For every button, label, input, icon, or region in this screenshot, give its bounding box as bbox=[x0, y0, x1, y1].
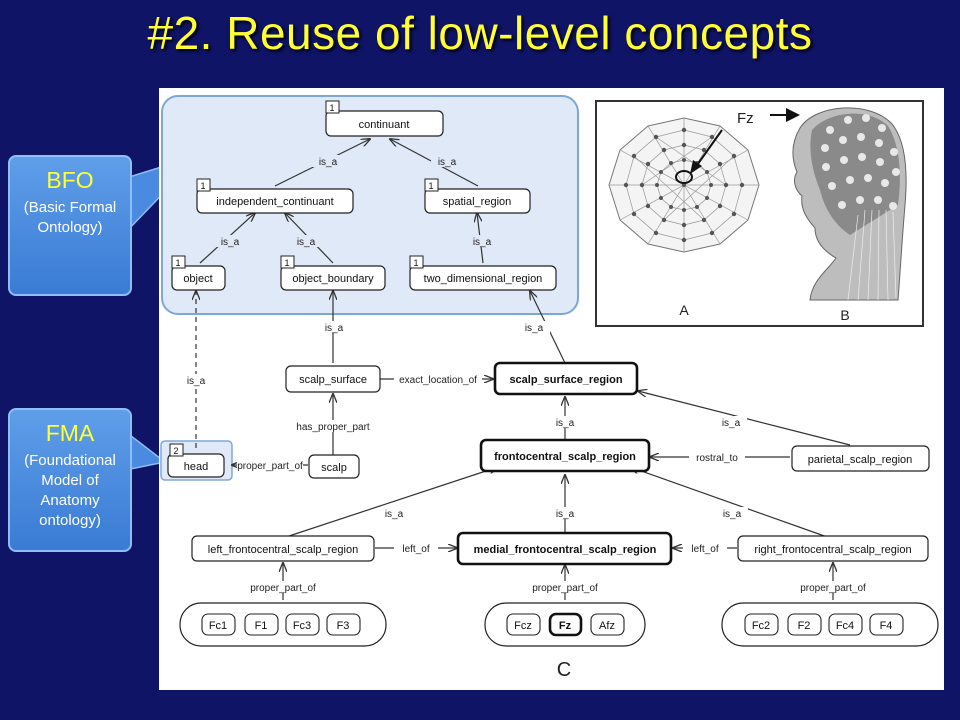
label-rostral-to: rostral_to bbox=[696, 453, 738, 464]
label-is-a-2: is_a bbox=[438, 157, 457, 168]
node-object-badge: 1 bbox=[175, 258, 180, 268]
node-frontocentral-scalp-region-label: frontocentral_scalp_region bbox=[494, 451, 636, 463]
figure-label-b: B bbox=[840, 307, 849, 323]
slide-title: #2. Reuse of low-level concepts bbox=[147, 7, 813, 59]
electrode-fcz: Fcz bbox=[514, 620, 532, 632]
node-continuant-badge: 1 bbox=[329, 103, 334, 113]
node-head-badge: 2 bbox=[173, 446, 178, 456]
node-head: head 2 bbox=[167, 443, 225, 478]
bfo-line-1: (Basic Formal bbox=[23, 199, 117, 216]
label-is-a-11: is_a bbox=[385, 509, 404, 520]
bfo-callout: BFO (Basic Formal Ontology) bbox=[8, 155, 132, 296]
electrode-fc1: Fc1 bbox=[209, 620, 227, 632]
fma-callout: FMA (Foundational Model of Anatomy ontol… bbox=[8, 408, 132, 552]
node-right-frontocentral-scalp-region: right_frontocentral_scalp_region bbox=[737, 535, 929, 562]
node-object-boundary-label: object_boundary bbox=[292, 273, 374, 285]
electrode-afz: Afz bbox=[599, 620, 615, 632]
node-two-dimensional-region: two_dimensional_region 1 bbox=[409, 255, 557, 291]
node-continuant-label: continuant bbox=[359, 119, 410, 131]
label-is-a-4: is_a bbox=[297, 237, 316, 248]
figure-label-c: C bbox=[557, 659, 571, 681]
node-left-frontocentral-label: left_frontocentral_scalp_region bbox=[208, 544, 358, 556]
electrode-fz: Fz bbox=[559, 620, 572, 632]
ontology-diagram-panel: is_a is_a is_a is_a is_a is_a is_a is_a … bbox=[159, 88, 944, 690]
node-independent-continuant: independent_continuant 1 bbox=[196, 178, 354, 214]
node-medial-frontocentral-label: medial_frontocentral_scalp_region bbox=[474, 544, 657, 556]
node-two-dimensional-region-badge: 1 bbox=[413, 258, 418, 268]
electrode-f1: F1 bbox=[255, 620, 268, 632]
bfo-heading: BFO bbox=[46, 167, 94, 193]
label-is-a-7: is_a bbox=[525, 323, 544, 334]
label-is-a-13: is_a bbox=[723, 509, 742, 520]
node-object: object 1 bbox=[171, 255, 226, 291]
node-frontocentral-scalp-region: frontocentral_scalp_region bbox=[479, 438, 651, 473]
label-has-proper-part: has_proper_part bbox=[296, 422, 370, 433]
label-proper-part-of-head: proper_part_of bbox=[237, 461, 303, 472]
node-medial-frontocentral-scalp-region: medial_frontocentral_scalp_region bbox=[456, 531, 673, 566]
node-head-label: head bbox=[184, 461, 208, 473]
node-object-boundary-badge: 1 bbox=[284, 258, 289, 268]
node-scalp-surface-region: scalp_surface_region bbox=[493, 361, 639, 396]
node-scalp-surface-region-label: scalp_surface_region bbox=[509, 374, 622, 386]
head-cap-illustration: B bbox=[770, 107, 907, 323]
electrode-fc3: Fc3 bbox=[293, 620, 311, 632]
label-is-a-12: is_a bbox=[556, 509, 575, 520]
edge-left-fc bbox=[282, 467, 498, 539]
bfo-group-highlight bbox=[161, 95, 579, 315]
label-left-of-2: left_of bbox=[691, 544, 718, 555]
fma-line-2: Model of bbox=[41, 472, 99, 489]
electrode-net-illustration: Fz A bbox=[608, 110, 760, 318]
figure-label-fz: Fz bbox=[737, 110, 754, 127]
label-is-a-9: is_a bbox=[556, 418, 575, 429]
edge-right-fc bbox=[630, 467, 831, 539]
label-is-a-10: is_a bbox=[722, 418, 741, 429]
electrode-f3: F3 bbox=[337, 620, 350, 632]
label-proper-part-of-medial: proper_part_of bbox=[532, 583, 598, 594]
node-object-boundary: object_boundary 1 bbox=[280, 255, 386, 291]
label-is-a-6: is_a bbox=[325, 323, 344, 334]
node-continuant: continuant 1 bbox=[325, 100, 444, 137]
node-parietal-scalp-region-label: parietal_scalp_region bbox=[808, 454, 913, 466]
node-two-dimensional-region-label: two_dimensional_region bbox=[424, 273, 543, 285]
ontology-diagram: is_a is_a is_a is_a is_a is_a is_a is_a … bbox=[160, 95, 939, 681]
electrode-fc4: Fc4 bbox=[836, 620, 854, 632]
node-left-frontocentral-scalp-region: left_frontocentral_scalp_region bbox=[191, 535, 375, 562]
node-spatial-region: spatial_region 1 bbox=[424, 178, 531, 214]
node-independent-continuant-badge: 1 bbox=[200, 181, 205, 191]
node-scalp: scalp bbox=[308, 454, 360, 479]
fma-line-3: Anatomy bbox=[40, 492, 100, 509]
label-proper-part-of-right: proper_part_of bbox=[800, 583, 866, 594]
node-independent-continuant-label: independent_continuant bbox=[216, 196, 333, 208]
fma-line-4: ontology) bbox=[39, 512, 101, 529]
label-is-a-3: is_a bbox=[221, 237, 240, 248]
label-is-a-8: is_a bbox=[187, 376, 206, 387]
fma-heading: FMA bbox=[45, 420, 95, 446]
node-spatial-region-badge: 1 bbox=[428, 181, 433, 191]
node-scalp-label: scalp bbox=[321, 462, 347, 474]
figure-label-a: A bbox=[679, 302, 689, 318]
node-right-frontocentral-label: right_frontocentral_scalp_region bbox=[754, 544, 911, 556]
node-scalp-surface: scalp_surface bbox=[285, 365, 381, 393]
eeg-inset: Fz A B bbox=[595, 100, 924, 327]
node-scalp-surface-label: scalp_surface bbox=[299, 374, 367, 386]
fma-line-1: (Foundational bbox=[24, 452, 116, 469]
label-exact-location-of: exact_location_of bbox=[399, 375, 477, 386]
node-object-label: object bbox=[183, 273, 212, 285]
electrode-group-right: Fc2 F2 Fc4 F4 bbox=[721, 602, 939, 647]
electrode-group-left: Fc1 F1 Fc3 F3 bbox=[179, 602, 387, 647]
label-left-of-1: left_of bbox=[402, 544, 429, 555]
label-proper-part-of-left: proper_part_of bbox=[250, 583, 316, 594]
node-spatial-region-label: spatial_region bbox=[443, 196, 512, 208]
electrode-fc2: Fc2 bbox=[752, 620, 770, 632]
electrode-f4: F4 bbox=[880, 620, 893, 632]
bfo-line-2: Ontology) bbox=[37, 219, 103, 236]
electrode-f2: F2 bbox=[798, 620, 811, 632]
label-is-a-5: is_a bbox=[473, 237, 492, 248]
node-parietal-scalp-region: parietal_scalp_region bbox=[791, 445, 930, 472]
electrode-group-medial: Fcz Fz Afz bbox=[484, 602, 646, 647]
label-is-a-1: is_a bbox=[319, 157, 338, 168]
